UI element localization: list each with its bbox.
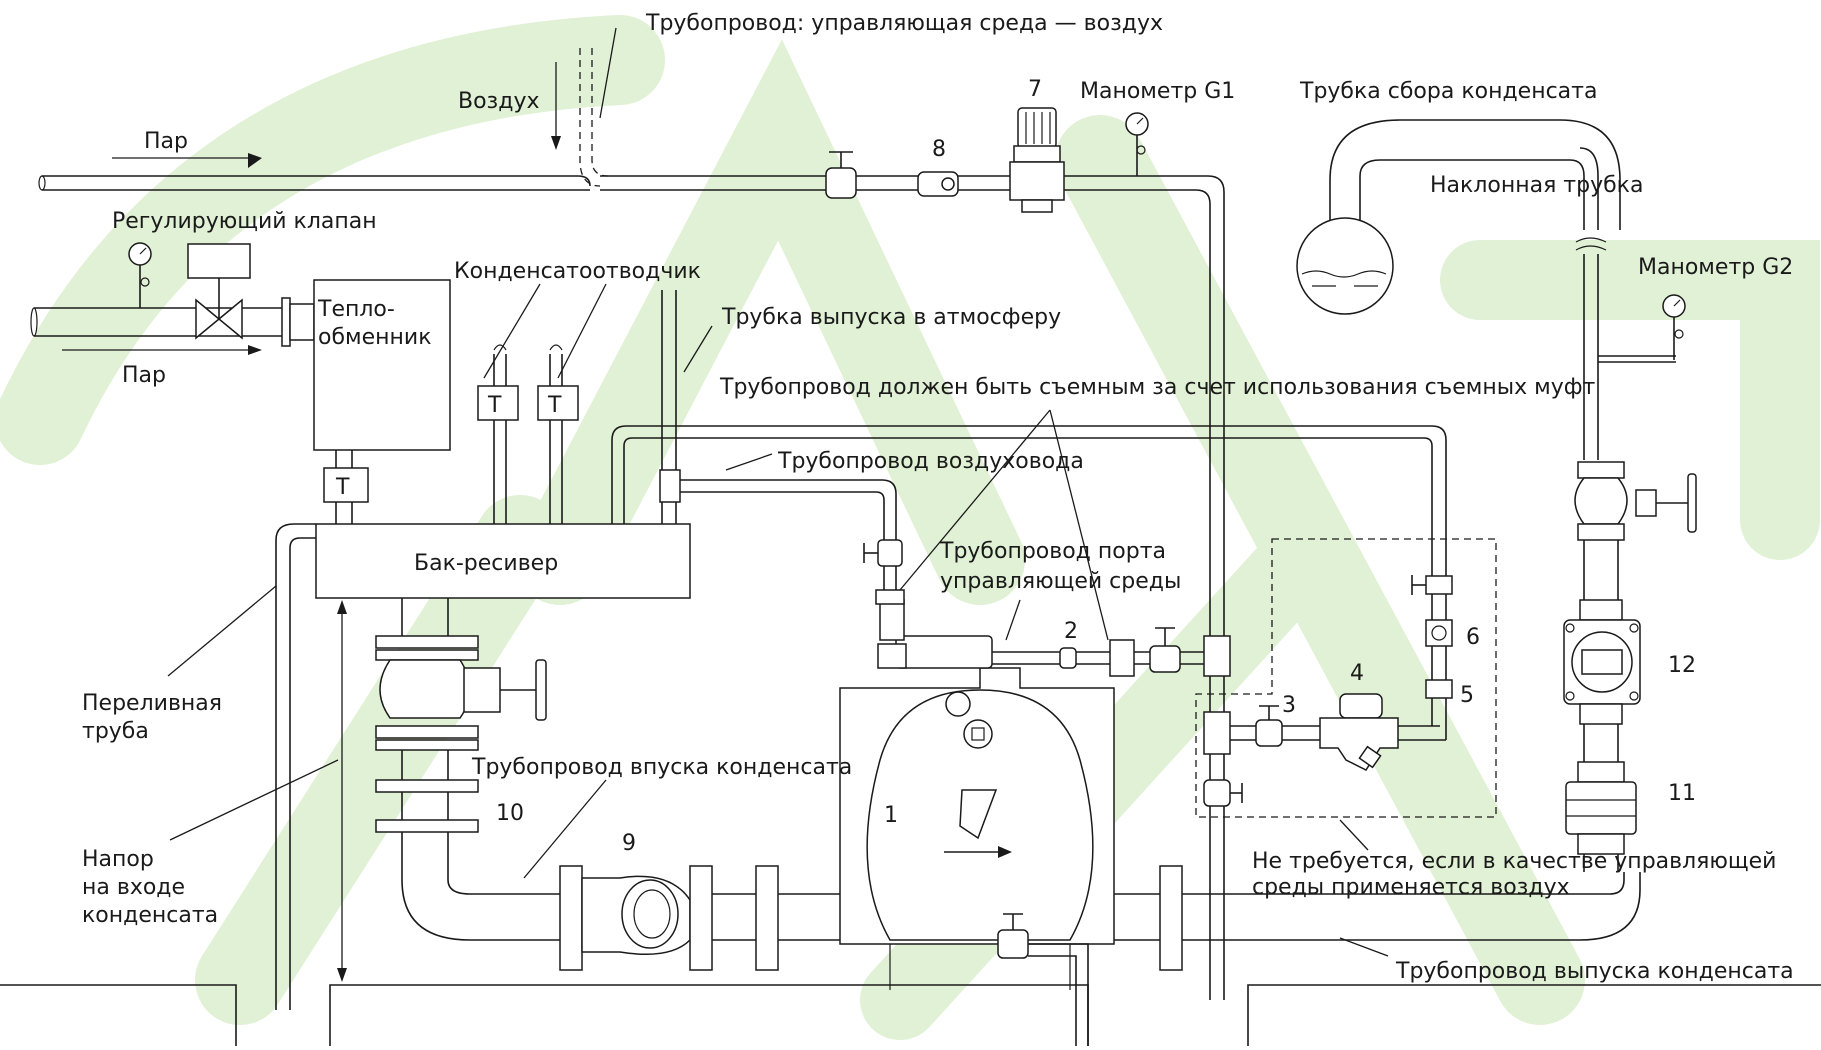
label-air-duct: Трубопровод воздуховода [777, 449, 1084, 474]
label-overflow-1: Переливная [82, 691, 222, 716]
label-head-2: на входе [82, 875, 185, 900]
trap-symbol-2: T [547, 393, 562, 418]
label-not-required-2: среды применяется воздух [1252, 875, 1570, 900]
label-control-valve: Регулирующий клапан [112, 209, 377, 234]
label-head-3: конденсата [82, 903, 218, 928]
right-riser [1563, 237, 1697, 872]
inlet-gate-valve-10 [375, 598, 560, 941]
control-valve [187, 243, 251, 340]
trap-symbol-1: T [487, 393, 502, 418]
air-duct-pipe [611, 425, 1447, 600]
component-number-11: 11 [1668, 781, 1696, 806]
control-air-pipe [579, 48, 609, 187]
component-number-9: 9 [622, 831, 636, 856]
label-not-required-1: Не требуется, если в качестве управляюще… [1252, 849, 1776, 874]
trap-pipes [477, 344, 579, 524]
label-steam-top: Пар [144, 129, 188, 154]
trap-symbol-3: T [335, 475, 350, 500]
label-gauge-g2: Манометр G2 [1638, 255, 1793, 280]
label-heat-exchanger-1: Тепло- [317, 297, 395, 322]
component-number-5: 5 [1460, 683, 1474, 708]
label-air: Воздух [458, 89, 540, 114]
head-dimension-arrow [337, 600, 347, 982]
outlet-pipe [1114, 865, 1641, 971]
component-number-2: 2 [1064, 619, 1078, 644]
heat-exchanger [313, 279, 451, 451]
component-number-7: 7 [1028, 77, 1042, 102]
gauge-g2-icon [1598, 294, 1686, 363]
label-condensate-inlet: Трубопровод впуска конденсата [471, 755, 852, 780]
overflow-pipe [275, 523, 316, 1010]
pressure-reducing-valve-7 [1009, 107, 1065, 213]
label-head-1: Напор [82, 847, 154, 872]
gauge-inlet-icon [128, 242, 152, 308]
label-overflow-2: труба [82, 719, 149, 744]
strainer-8 [917, 171, 959, 197]
label-condensate-outlet: Трубопровод выпуска конденсата [1395, 959, 1794, 984]
label-receiver-tank: Бак-ресивер [414, 551, 558, 576]
component-number-10: 10 [496, 801, 524, 826]
label-removable-note: Трубопровод должен быть съемным за счет … [719, 375, 1596, 400]
steam-trap-4 [1319, 572, 1453, 771]
component-number-3: 3 [1282, 693, 1296, 718]
label-control-port-1: Трубопровод порта [939, 539, 1166, 564]
component-number-1: 1 [884, 803, 898, 828]
label-steam-trap: Конденсатоотводчик [454, 259, 701, 284]
label-collection-tube: Трубка сбора конденсата [1299, 79, 1597, 104]
label-gauge-g1: Манометр G1 [1080, 79, 1235, 104]
component-number-4: 4 [1350, 661, 1364, 686]
trap-heat-exchanger [323, 450, 369, 524]
control-port-pipeline [877, 599, 1231, 677]
gauge-g1-icon [1125, 112, 1149, 176]
label-steam-bottom: Пар [122, 363, 166, 388]
label-control-port-2: управляющей среды [940, 569, 1181, 594]
label-inclined-tube: Наклонная трубка [1430, 173, 1643, 198]
label-heat-exchanger-2: обменник [318, 325, 432, 350]
component-number-12: 12 [1668, 653, 1696, 678]
label-control-air-pipeline: Трубопровод: управляющая среда — воздух [645, 11, 1163, 36]
optional-section-box [1195, 538, 1497, 818]
trap-bypass-branch [1203, 676, 1320, 1000]
component-number-8: 8 [932, 137, 946, 162]
check-valve-9 [559, 865, 840, 971]
component-number-6: 6 [1466, 625, 1480, 650]
pump-1 [839, 667, 1115, 1046]
receiver-tank [315, 523, 691, 599]
steam-stop-valve [825, 151, 857, 199]
condensate-collection-tube [1296, 119, 1621, 315]
leader-arrows [62, 27, 1389, 957]
air-duct-valve [863, 539, 905, 605]
label-vent-pipe: Трубка выпуска в атмосферу [721, 305, 1061, 330]
